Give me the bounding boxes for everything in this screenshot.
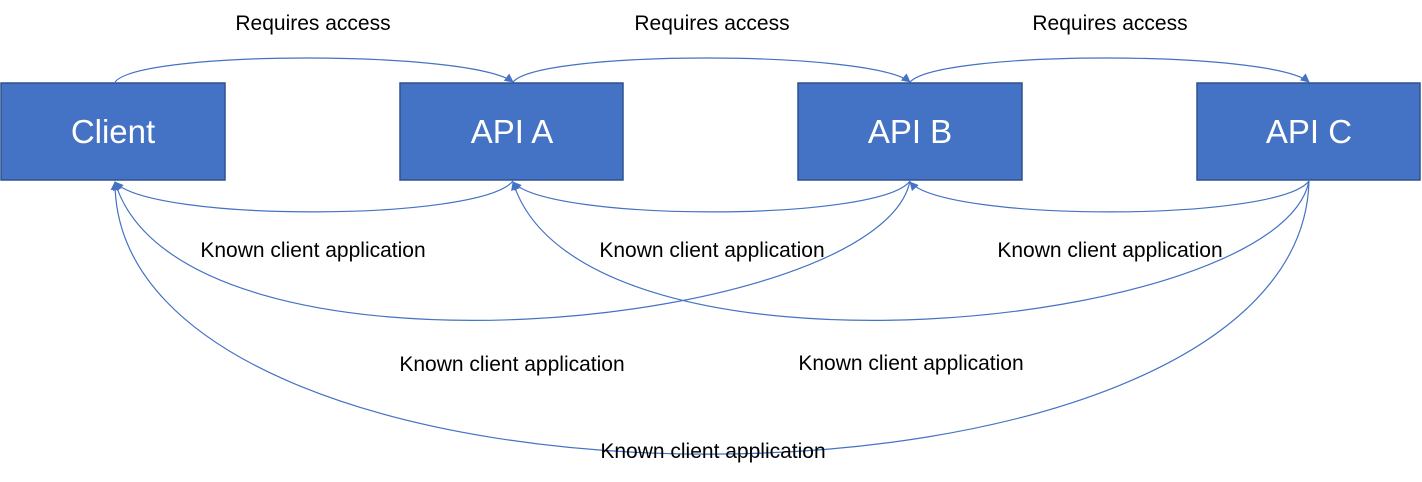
edge-client-to-api-a: Requires access: [114, 12, 514, 83]
edge-label: Known client application: [997, 239, 1222, 262]
edge-label: Requires access: [634, 12, 789, 35]
node-label: API C: [1266, 113, 1352, 150]
edge-api-c-to-api-b: Known client application: [909, 180, 1310, 262]
node-api-c: API C: [1196, 82, 1421, 181]
edge-line: [512, 57, 911, 83]
node-box: [797, 82, 1023, 181]
node-label: Client: [71, 113, 155, 150]
edge-api-b-to-api-a: Known client application: [512, 180, 911, 262]
edge-line: [909, 57, 1310, 83]
edge-api-c-to-client: Known client application: [110, 180, 1310, 463]
node-box: [399, 82, 624, 181]
edge-api-b-to-client: Known client application: [113, 180, 911, 376]
node-label: API B: [868, 113, 952, 150]
edge-line: [909, 180, 1310, 213]
edge-api-a-to-client: Known client application: [114, 180, 514, 262]
node-label: API A: [471, 113, 554, 150]
edge-line: [114, 57, 514, 83]
node-api-b: API B: [797, 82, 1023, 181]
edge-label: Requires access: [1032, 12, 1187, 35]
edge-api-c-to-api-a: Known client application: [511, 180, 1310, 375]
edge-line: [110, 180, 1310, 455]
edge-label: Known client application: [399, 353, 624, 376]
node-client: Client: [0, 82, 226, 181]
node-api-a: API A: [399, 82, 624, 181]
edge-api-a-to-api-b: Requires access: [512, 12, 911, 83]
edge-api-b-to-api-c: Requires access: [909, 12, 1310, 83]
node-box: [1196, 82, 1421, 181]
edge-line: [113, 180, 911, 321]
edge-line: [511, 180, 1310, 321]
edge-label: Known client application: [600, 440, 825, 463]
node-box: [0, 82, 226, 181]
edge-line: [512, 180, 911, 213]
edge-label: Known client application: [599, 239, 824, 262]
edge-label: Known client application: [200, 239, 425, 262]
edge-label: Known client application: [798, 352, 1023, 375]
edge-label: Requires access: [235, 12, 390, 35]
edge-line: [114, 180, 514, 213]
